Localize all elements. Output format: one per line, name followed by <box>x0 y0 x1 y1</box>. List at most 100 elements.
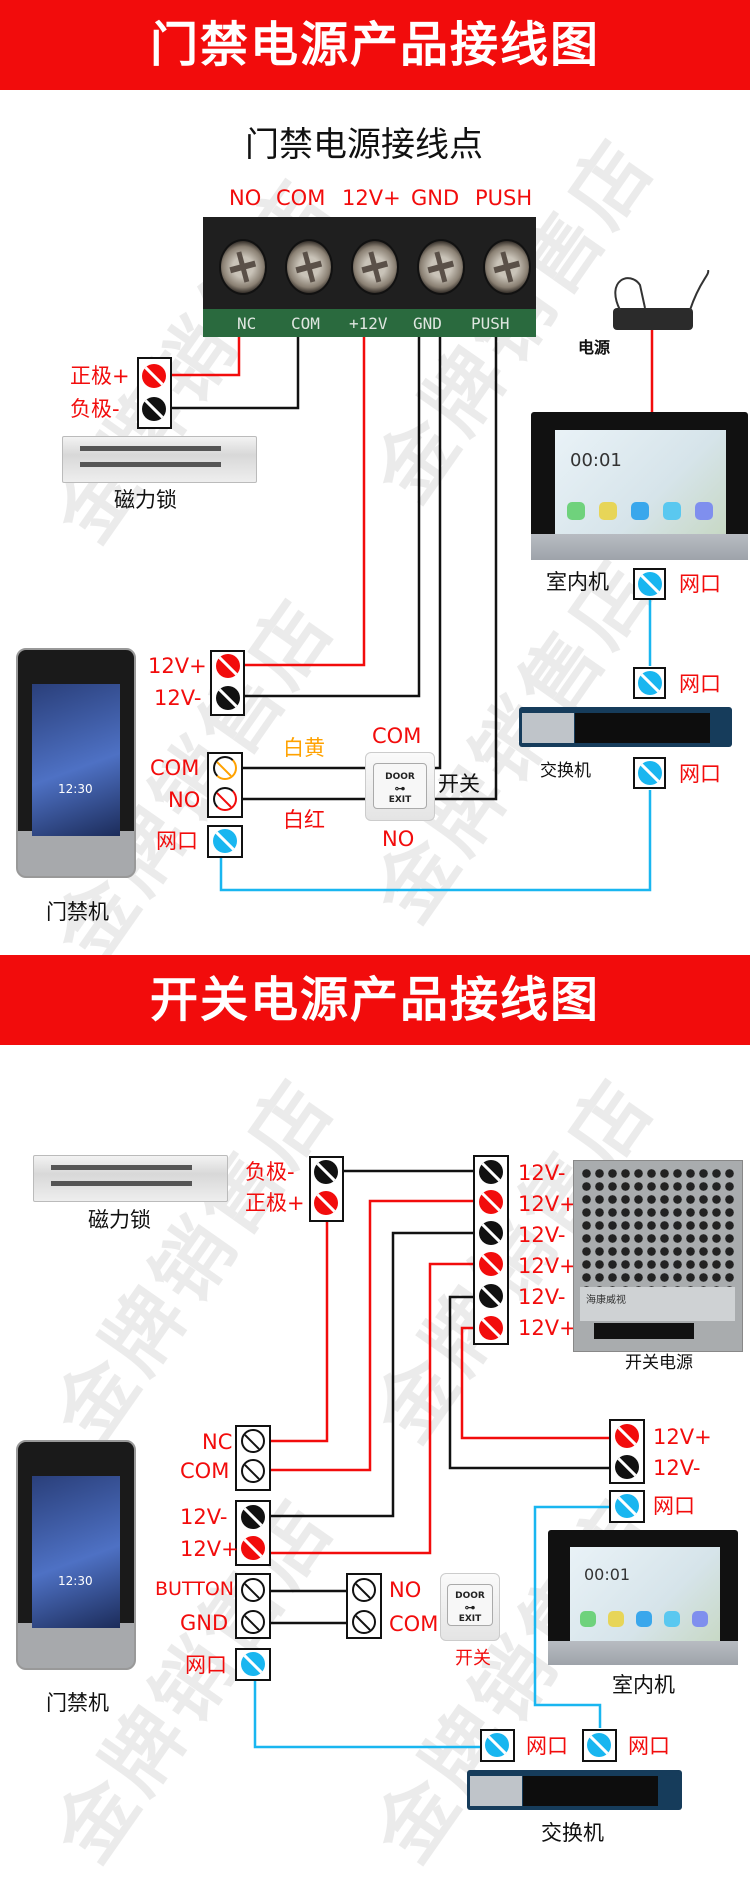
terminal-block: NC COM +12V GND PUSH <box>203 217 536 337</box>
access2-port-screw[interactable] <box>241 1652 265 1676</box>
exit2-com-screw[interactable] <box>352 1610 376 1634</box>
silk-push: PUSH <box>471 314 510 333</box>
exit2-no-label: NO <box>389 1578 422 1602</box>
access2-com-screw[interactable] <box>241 1459 265 1483</box>
exit2-exit-text: EXIT <box>458 1614 482 1624</box>
indoor-port-label: 网口 <box>679 572 721 596</box>
psu-terminal-5[interactable] <box>479 1284 503 1308</box>
access2-12vplus-screw[interactable] <box>241 1536 265 1560</box>
terminal-label-com: COM <box>276 186 326 210</box>
access-port-label: 网口 <box>156 829 198 853</box>
section1-banner: 门禁电源产品接线图 <box>0 0 750 90</box>
indoor2-12vplus-label: 12V+ <box>653 1425 712 1449</box>
exit-switch-label: 开关 <box>438 772 480 796</box>
exit-button-2[interactable]: DOOR ⊶ EXIT <box>440 1573 500 1641</box>
access2-nc-label: NC <box>202 1430 233 1454</box>
wire-color-no: 白红 <box>283 808 325 832</box>
section1-subtitle: 门禁电源接线点 <box>245 125 483 165</box>
screw-gnd <box>417 239 465 295</box>
silk-12v: +12V <box>349 314 388 333</box>
psu-terminal-3[interactable] <box>479 1221 503 1245</box>
exit-com-label: COM <box>372 724 422 748</box>
access-12vplus-label: 12V+ <box>148 654 207 678</box>
maglock-label-2: 磁力锁 <box>88 1208 151 1232</box>
switch2-left-port-screw[interactable] <box>485 1733 509 1757</box>
terminal-label-12vplus: 12V+ <box>342 186 401 210</box>
indoor2-12vplus-screw[interactable] <box>615 1424 639 1448</box>
indoor2-port-label: 网口 <box>653 1494 695 1518</box>
terminal-label-gnd: GND <box>411 186 460 210</box>
exit-button[interactable]: DOOR ⊶ EXIT <box>365 752 435 821</box>
access-control-device: 12:30 <box>16 648 136 878</box>
indoor2-12vminus-screw[interactable] <box>615 1455 639 1479</box>
switch-top-port-screw[interactable] <box>638 671 662 695</box>
psu-terminal-2[interactable] <box>479 1190 503 1214</box>
power-adapter <box>613 308 693 330</box>
maglock2-positive-label: 正极+ <box>245 1191 305 1215</box>
access-label: 门禁机 <box>46 900 109 924</box>
network-switch <box>519 707 732 747</box>
key-icon: ⊶ <box>464 1601 476 1614</box>
switch-bottom-port-screw[interactable] <box>638 761 662 785</box>
access2-gnd-label: GND <box>180 1611 229 1635</box>
psu-terminal-1[interactable] <box>479 1160 503 1184</box>
indoor-label-2: 室内机 <box>612 1673 675 1697</box>
access-com-label: COM <box>150 756 200 780</box>
maglock-positive-label: 正极+ <box>70 364 130 388</box>
switching-power-supply: 海康威视 <box>573 1160 743 1352</box>
access2-clock: 12:30 <box>58 1574 93 1588</box>
maglock-device-2 <box>33 1155 228 1202</box>
psu-terminal-6[interactable] <box>479 1316 503 1340</box>
access-12vminus-label: 12V- <box>154 686 202 710</box>
section2-title: 开关电源产品接线图 <box>149 972 600 1028</box>
switch2-left-port-label: 网口 <box>526 1734 568 1758</box>
access-12vminus-screw[interactable] <box>216 686 240 710</box>
wire-color-com: 白黄 <box>283 736 325 760</box>
silk-com: COM <box>291 314 320 333</box>
access-no-screw[interactable] <box>213 787 237 811</box>
maglock2-negative-screw[interactable] <box>314 1160 338 1184</box>
psu-terminal-label-5: 12V- <box>518 1285 566 1309</box>
maglock-negative-label: 负极- <box>70 397 120 421</box>
screw-no <box>219 239 267 295</box>
exit2-no-screw[interactable] <box>352 1578 376 1602</box>
psu-terminal-label-6: 12V+ <box>518 1316 577 1340</box>
psu-terminal-4[interactable] <box>479 1252 503 1276</box>
indoor-monitor: 00:01 <box>531 412 748 560</box>
access-com-screw[interactable] <box>213 756 237 780</box>
access-no-label: NO <box>168 788 201 812</box>
terminal-label-push: PUSH <box>475 186 533 210</box>
maglock-label: 磁力锁 <box>114 488 177 512</box>
exit2-com-label: COM <box>389 1612 439 1636</box>
network-switch-2 <box>467 1770 682 1810</box>
indoor2-port-screw[interactable] <box>615 1494 639 1518</box>
switch2-right-port-label: 网口 <box>628 1734 670 1758</box>
adapter-label: 电源 <box>578 338 611 357</box>
access-control-device-2: 12:30 <box>16 1440 136 1670</box>
indoor-port-screw[interactable] <box>638 572 662 596</box>
section1-title: 门禁电源产品接线图 <box>149 17 600 73</box>
psu-terminal-label-4: 12V+ <box>518 1254 577 1278</box>
access2-nc-screw[interactable] <box>241 1429 265 1453</box>
access2-gnd-screw[interactable] <box>241 1610 265 1634</box>
switch2-right-port-screw[interactable] <box>587 1733 611 1757</box>
indoor-label: 室内机 <box>546 570 609 594</box>
access2-12vminus-screw[interactable] <box>241 1505 265 1529</box>
maglock-device <box>62 436 257 483</box>
access-clock: 12:30 <box>58 782 93 796</box>
indoor2-12vminus-label: 12V- <box>653 1456 701 1480</box>
key-icon: ⊶ <box>394 782 406 795</box>
access-port-screw[interactable] <box>213 829 237 853</box>
switch-label: 交换机 <box>540 761 591 781</box>
switch-top-port-label: 网口 <box>679 672 721 696</box>
maglock2-positive-screw[interactable] <box>314 1191 338 1215</box>
access2-button-screw[interactable] <box>241 1578 265 1602</box>
maglock-negative-screw[interactable] <box>142 397 166 421</box>
maglock-positive-screw[interactable] <box>142 364 166 388</box>
access-12vplus-screw[interactable] <box>216 654 240 678</box>
exit2-door-text: DOOR <box>455 1591 485 1601</box>
exit-no-label: NO <box>382 827 415 851</box>
terminal-label-no: NO <box>229 186 262 210</box>
screw-push <box>483 239 531 295</box>
screw-12v <box>351 239 399 295</box>
